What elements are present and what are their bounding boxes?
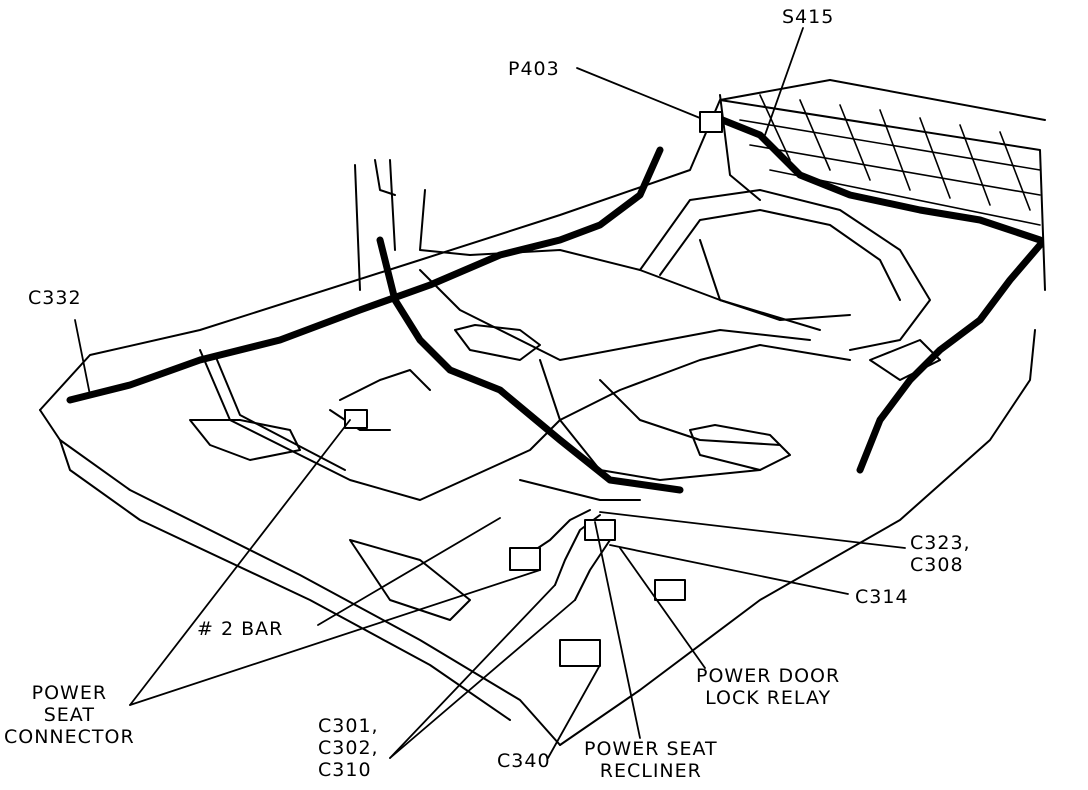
seat-wires [329, 369, 641, 601]
label-line: C308 [910, 554, 964, 576]
label-s415: S415 [782, 6, 835, 28]
wiring-harness [66, 111, 1044, 494]
label-power-seat-recliner: POWER SEAT RECLINER [584, 738, 718, 782]
label-line: RECLINER [599, 760, 702, 782]
cross-members [199, 249, 851, 501]
label-line: C302, [318, 737, 379, 759]
label-c314: C314 [855, 586, 909, 608]
label-line: C310 [318, 759, 372, 781]
label-line: POWER [31, 682, 108, 704]
label-line: C323, [910, 532, 971, 554]
connector-blocks [344, 111, 723, 667]
label-power-door-lock-relay: POWER DOOR LOCK RELAY [696, 665, 840, 709]
label-line: C301, [318, 715, 379, 737]
label-power-seat-connector: POWER SEAT CONNECTOR [4, 682, 135, 748]
label-c301-c302-c310: C301, C302, C310 [318, 715, 379, 781]
label-line: POWER SEAT [584, 738, 718, 760]
label-p403: P403 [508, 58, 560, 80]
label-line: LOCK RELAY [705, 687, 832, 709]
label-2-bar: # 2 BAR [197, 618, 284, 640]
label-c332: C332 [28, 287, 82, 309]
center-tunnel [639, 189, 931, 351]
label-c340: C340 [497, 750, 551, 772]
rear-bulkhead-grid [739, 94, 1041, 226]
b-pillar [354, 159, 471, 291]
label-c323-c308: C323, C308 [910, 532, 971, 576]
label-line: POWER DOOR [696, 665, 841, 687]
label-line: SEAT [43, 704, 95, 726]
floor-pan-outline [39, 79, 1046, 746]
floor-pockets [189, 324, 941, 621]
label-line: CONNECTOR [4, 726, 135, 748]
leader-lines [74, 27, 906, 759]
